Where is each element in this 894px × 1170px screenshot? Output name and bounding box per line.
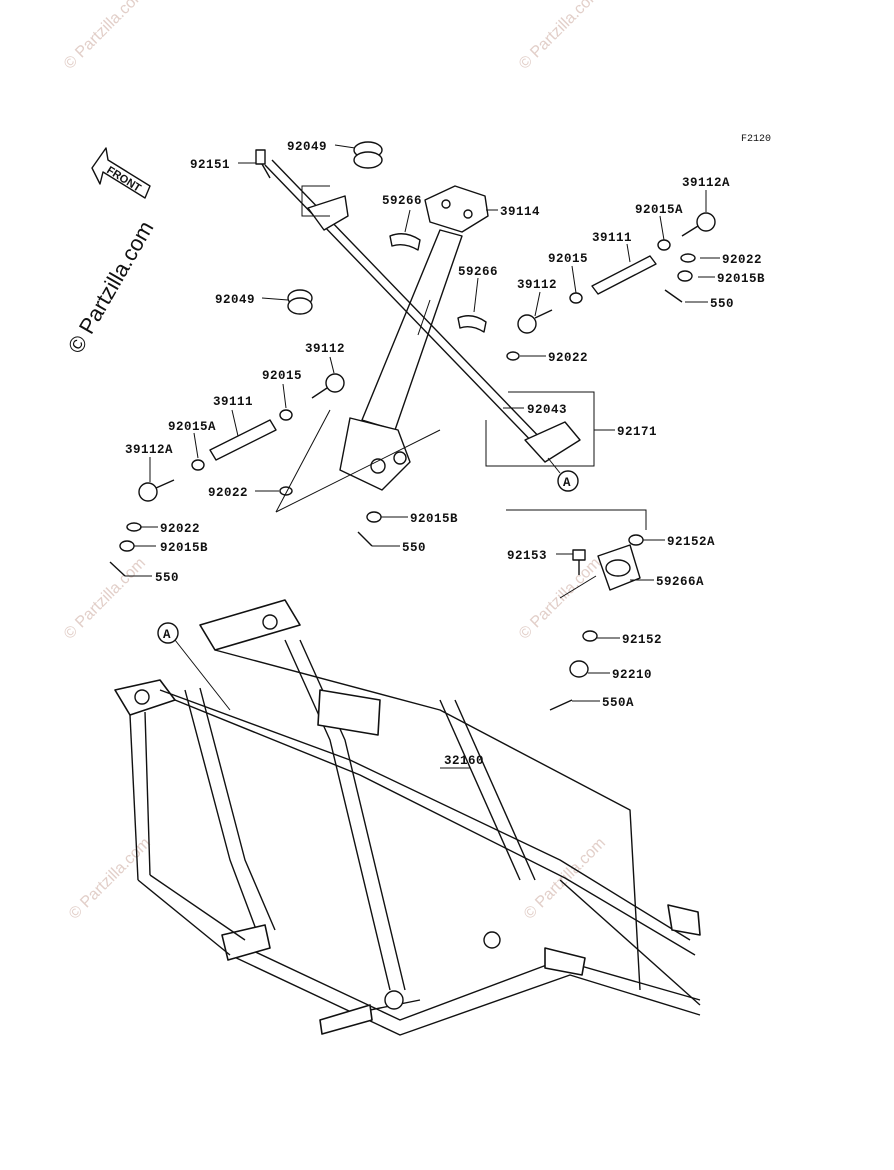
part-label: 92171 <box>617 425 657 439</box>
watermark: © Partzilla.com <box>516 555 604 643</box>
part-label: 92151 <box>190 158 230 172</box>
front-arrow-icon: FRONT <box>91 147 151 199</box>
part-label: 92022 <box>208 486 248 500</box>
part-label: 39111 <box>213 395 253 409</box>
watermark-main: © Partzilla.com <box>63 217 159 358</box>
part-label: 39114 <box>500 205 540 219</box>
part-label: 92153 <box>507 549 547 563</box>
part-label: 92015B <box>160 541 208 555</box>
leader-lines <box>125 144 720 769</box>
part-label: 92022 <box>548 351 588 365</box>
part-label: 92049 <box>287 140 327 154</box>
part-label: 550 <box>155 571 179 585</box>
part-label: 59266A <box>656 575 704 589</box>
part-label: 92152 <box>622 633 662 647</box>
part-label: 92015 <box>262 369 302 383</box>
part-label: 92049 <box>215 293 255 307</box>
reference-a-label: A <box>163 628 171 642</box>
main-frame <box>114 599 701 1036</box>
part-label: 92043 <box>527 403 567 417</box>
watermark: © Partzilla.com <box>61 0 149 73</box>
part-label: 92210 <box>612 668 652 682</box>
right-tie-rod-group <box>506 212 716 361</box>
figure-code: F2120 <box>741 134 771 145</box>
part-label: 39112A <box>682 176 730 190</box>
reference-a-lower: A <box>157 622 179 644</box>
part-label: 92022 <box>722 253 762 267</box>
part-label: 550A <box>602 696 634 710</box>
part-label: 39112A <box>125 443 173 457</box>
part-label: 92022 <box>160 522 200 536</box>
part-label: 92015 <box>548 252 588 266</box>
part-label: 92015A <box>635 203 683 217</box>
watermarks: © Partzilla.com © Partzilla.com © Partzi… <box>61 0 609 923</box>
part-label: 59266 <box>458 265 498 279</box>
part-labels: 92049 92151 59266 39114 39112A 92015A 39… <box>125 140 765 768</box>
part-label: 59266 <box>382 194 422 208</box>
part-label: 39112 <box>305 342 345 356</box>
part-label: 92152A <box>667 535 715 549</box>
part-label: 550 <box>402 541 426 555</box>
part-label: 32160 <box>444 754 484 768</box>
watermark: © Partzilla.com <box>61 555 149 643</box>
part-label: 39112 <box>517 278 557 292</box>
watermark: © Partzilla.com <box>66 835 154 923</box>
bearing-holder-group <box>506 509 647 711</box>
part-label: 92015B <box>410 512 458 526</box>
part-label: 550 <box>710 297 734 311</box>
watermark: © Partzilla.com <box>516 0 604 73</box>
part-label: 92015B <box>717 272 765 286</box>
part-label: 39111 <box>592 231 632 245</box>
reference-a-label: A <box>563 476 571 490</box>
part-label: 92015A <box>168 420 216 434</box>
reference-a-upper: A <box>557 470 579 492</box>
